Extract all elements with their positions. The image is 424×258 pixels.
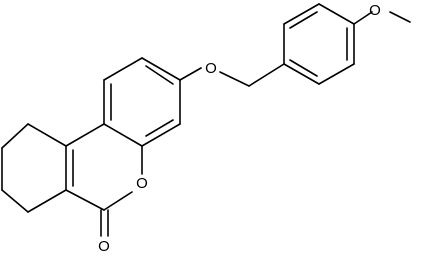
bond-ar1-6 — [318, 3, 355, 25]
bond-ar1-3 — [283, 63, 320, 85]
bond-ar1-3-inner — [289, 59, 318, 77]
bond-ether-ar — [179, 67, 202, 81]
bond-ar2-5 — [103, 57, 143, 81]
bond-ar2-2 — [141, 123, 181, 147]
atom-o-methoxy: O — [369, 2, 381, 19]
bond-cy-1 — [27, 123, 67, 147]
bond-ar2-6-inner — [145, 65, 174, 85]
bond-lac-5 — [65, 123, 105, 147]
bond-ar1-2 — [318, 63, 355, 85]
bond-cy-5 — [27, 189, 67, 213]
bond-ar2-6 — [141, 57, 181, 81]
atom-labels: O O O O — [98, 2, 381, 255]
bond-methyl — [389, 11, 411, 23]
bond-cy-2 — [1, 123, 29, 149]
bonds — [1, 3, 411, 237]
atom-o-ether: O — [205, 60, 217, 77]
bond-ar1-5-inner — [289, 11, 318, 29]
bond-ar2-2-inner — [145, 119, 174, 137]
bond-lac-3 — [65, 189, 105, 211]
atom-o-ring: O — [136, 175, 148, 192]
atom-o-carbonyl: O — [98, 238, 110, 255]
bond-benzyl-2 — [219, 71, 250, 87]
bond-ar1-5 — [283, 3, 320, 25]
bond-cy-4 — [1, 189, 29, 213]
bond-ar2-3 — [103, 123, 143, 147]
bond-benzyl-1 — [248, 63, 285, 87]
bond-methoxy-o — [353, 11, 373, 25]
bond-lac-2 — [103, 191, 133, 211]
